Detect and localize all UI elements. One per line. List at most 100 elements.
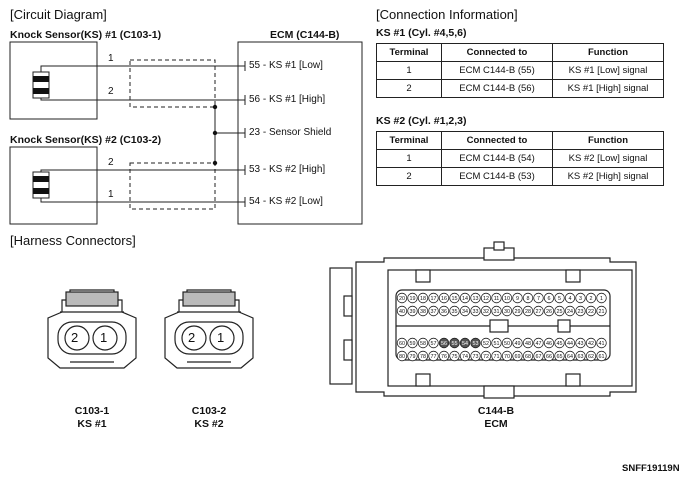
ecm-pin-20 (396, 292, 408, 304)
ecm-pin-68 (522, 350, 534, 362)
c103-1-caption: C103-1 KS #1 (52, 405, 132, 431)
ecm-pin-number: 6 (548, 296, 551, 302)
ecm-pin-number: 78 (420, 354, 426, 360)
footer-code: SNFF19119N (622, 463, 680, 474)
ecm-pin-number: 58 (420, 341, 426, 347)
ecm-pin-number: 15 (452, 296, 458, 302)
table-cell: KS #2 [High] signal (552, 167, 664, 186)
ecm-pin-number: 70 (504, 354, 510, 360)
ecm-pin-number: 27 (536, 309, 542, 315)
ks1-table-title: KS #1 (Cyl. #4,5,6) (376, 27, 467, 39)
c103-1-id: C103-1 (74, 405, 110, 417)
harness-connectors-heading: [Harness Connectors] (10, 233, 136, 248)
ecm-pin-23-label: 23 - Sensor Shield (249, 127, 332, 138)
ecm-pin-number: 40 (399, 309, 405, 315)
ecm-pin-47 (533, 337, 544, 349)
ecm-pin-number: 2 (590, 296, 593, 302)
ecm-pin-62 (585, 350, 597, 362)
ecm-pin-65 (554, 350, 565, 362)
ecm-pin-29 (512, 305, 523, 317)
ecm-pin-1 (596, 292, 607, 304)
ecm-pin-number: 75 (452, 354, 458, 360)
ecm-pin-63 (575, 350, 586, 362)
ecm-pin-number: 47 (536, 341, 542, 347)
ecm-pin-number: 37 (431, 309, 437, 315)
ecm-pin-number: 38 (420, 309, 426, 315)
ecm-pin-number: 46 (546, 341, 552, 347)
ecm-pin-number: 19 (410, 296, 416, 302)
ecm-pin-28 (522, 305, 534, 317)
ecm-pin-39 (407, 305, 418, 317)
ks1-label: Knock Sensor(KS) #1 (C103-1) (10, 29, 162, 41)
ks1-wire-number-top: 1 (108, 53, 114, 64)
ecm-pin-number: 34 (462, 309, 468, 315)
ecm-pin-80 (396, 350, 408, 362)
table-cell: KS #1 [High] signal (552, 79, 664, 98)
ecm-pin-number: 25 (557, 309, 563, 315)
ecm-pin-number: 53 (473, 341, 479, 347)
c144-b-id: C144-B (477, 405, 515, 417)
ecm-pin-38 (417, 305, 429, 317)
ecm-pin-76 (438, 350, 450, 362)
ecm-pin-19 (407, 292, 418, 304)
c103-2-caption: C103-2 KS #2 (169, 405, 249, 431)
ecm-pin-60 (396, 337, 408, 349)
ecm-pin-number: 29 (515, 309, 521, 315)
ecm-pin-26 (543, 305, 555, 317)
c144-b-connector (329, 241, 637, 399)
ecm-pin-36 (438, 305, 450, 317)
ecm-pin-number: 31 (494, 309, 500, 315)
ecm-pin-49 (512, 337, 523, 349)
ecm-pin-45 (554, 337, 565, 349)
ecm-pin-number: 8 (527, 296, 530, 302)
c103-1-pin-2: 2 (71, 330, 79, 345)
ecm-pin-number: 43 (578, 341, 584, 347)
ecm-pin-74 (459, 350, 471, 362)
ecm-pin-17 (428, 292, 439, 304)
ecm-pin-12 (480, 292, 492, 304)
ecm-pin-number: 36 (441, 309, 447, 315)
c103-1-connector (47, 289, 137, 369)
ecm-pin-number: 21 (599, 309, 605, 315)
ecm-pin-50 (501, 337, 513, 349)
c103-1-name: KS #1 (77, 418, 107, 430)
ecm-pin-number: 9 (516, 296, 519, 302)
ecm-pin-number: 73 (473, 354, 479, 360)
ecm-pin-11 (491, 292, 502, 304)
ecm-pin-4 (564, 292, 576, 304)
c103-2-pin-2: 2 (188, 330, 196, 345)
ks2-wire-number-bottom: 1 (108, 189, 114, 200)
ecm-pin-52 (480, 337, 492, 349)
ecm-pin-51 (491, 337, 502, 349)
table-header-row: Terminal Connected to Function (376, 131, 664, 150)
ecm-pin-77 (428, 350, 439, 362)
ecm-pin-number: 18 (420, 296, 426, 302)
ecm-pin-number: 63 (578, 354, 584, 360)
ecm-pin-64 (564, 350, 576, 362)
ecm-pin-number: 60 (399, 341, 405, 347)
ecm-pin-72 (480, 350, 492, 362)
ecm-pin-48 (522, 337, 534, 349)
ecm-pin-number: 65 (557, 354, 563, 360)
ecm-pin-number: 26 (546, 309, 552, 315)
ecm-pin-number: 54 (462, 341, 468, 347)
ecm-pin-23 (575, 305, 586, 317)
ecm-pin-number: 17 (431, 296, 437, 302)
ecm-pin-66 (543, 350, 555, 362)
ecm-pin-31 (491, 305, 502, 317)
ecm-pin-24 (564, 305, 576, 317)
ecm-pin-37 (428, 305, 439, 317)
table-cell: ECM C144-B (53) (441, 167, 553, 186)
ks1-wire-1 (40, 65, 245, 72)
ecm-pin-53-label: 53 - KS #2 [High] (249, 164, 326, 175)
ecm-pin-number: 39 (410, 309, 416, 315)
ecm-pin-2 (585, 292, 597, 304)
ks2-box (9, 146, 98, 225)
ecm-pin-number: 33 (473, 309, 479, 315)
ecm-pin-number: 62 (588, 354, 594, 360)
c103-2-connector (164, 289, 254, 369)
ecm-pin-61 (596, 350, 607, 362)
ks1-connection-table: Terminal Connected to Function 1 ECM C14… (376, 43, 664, 98)
